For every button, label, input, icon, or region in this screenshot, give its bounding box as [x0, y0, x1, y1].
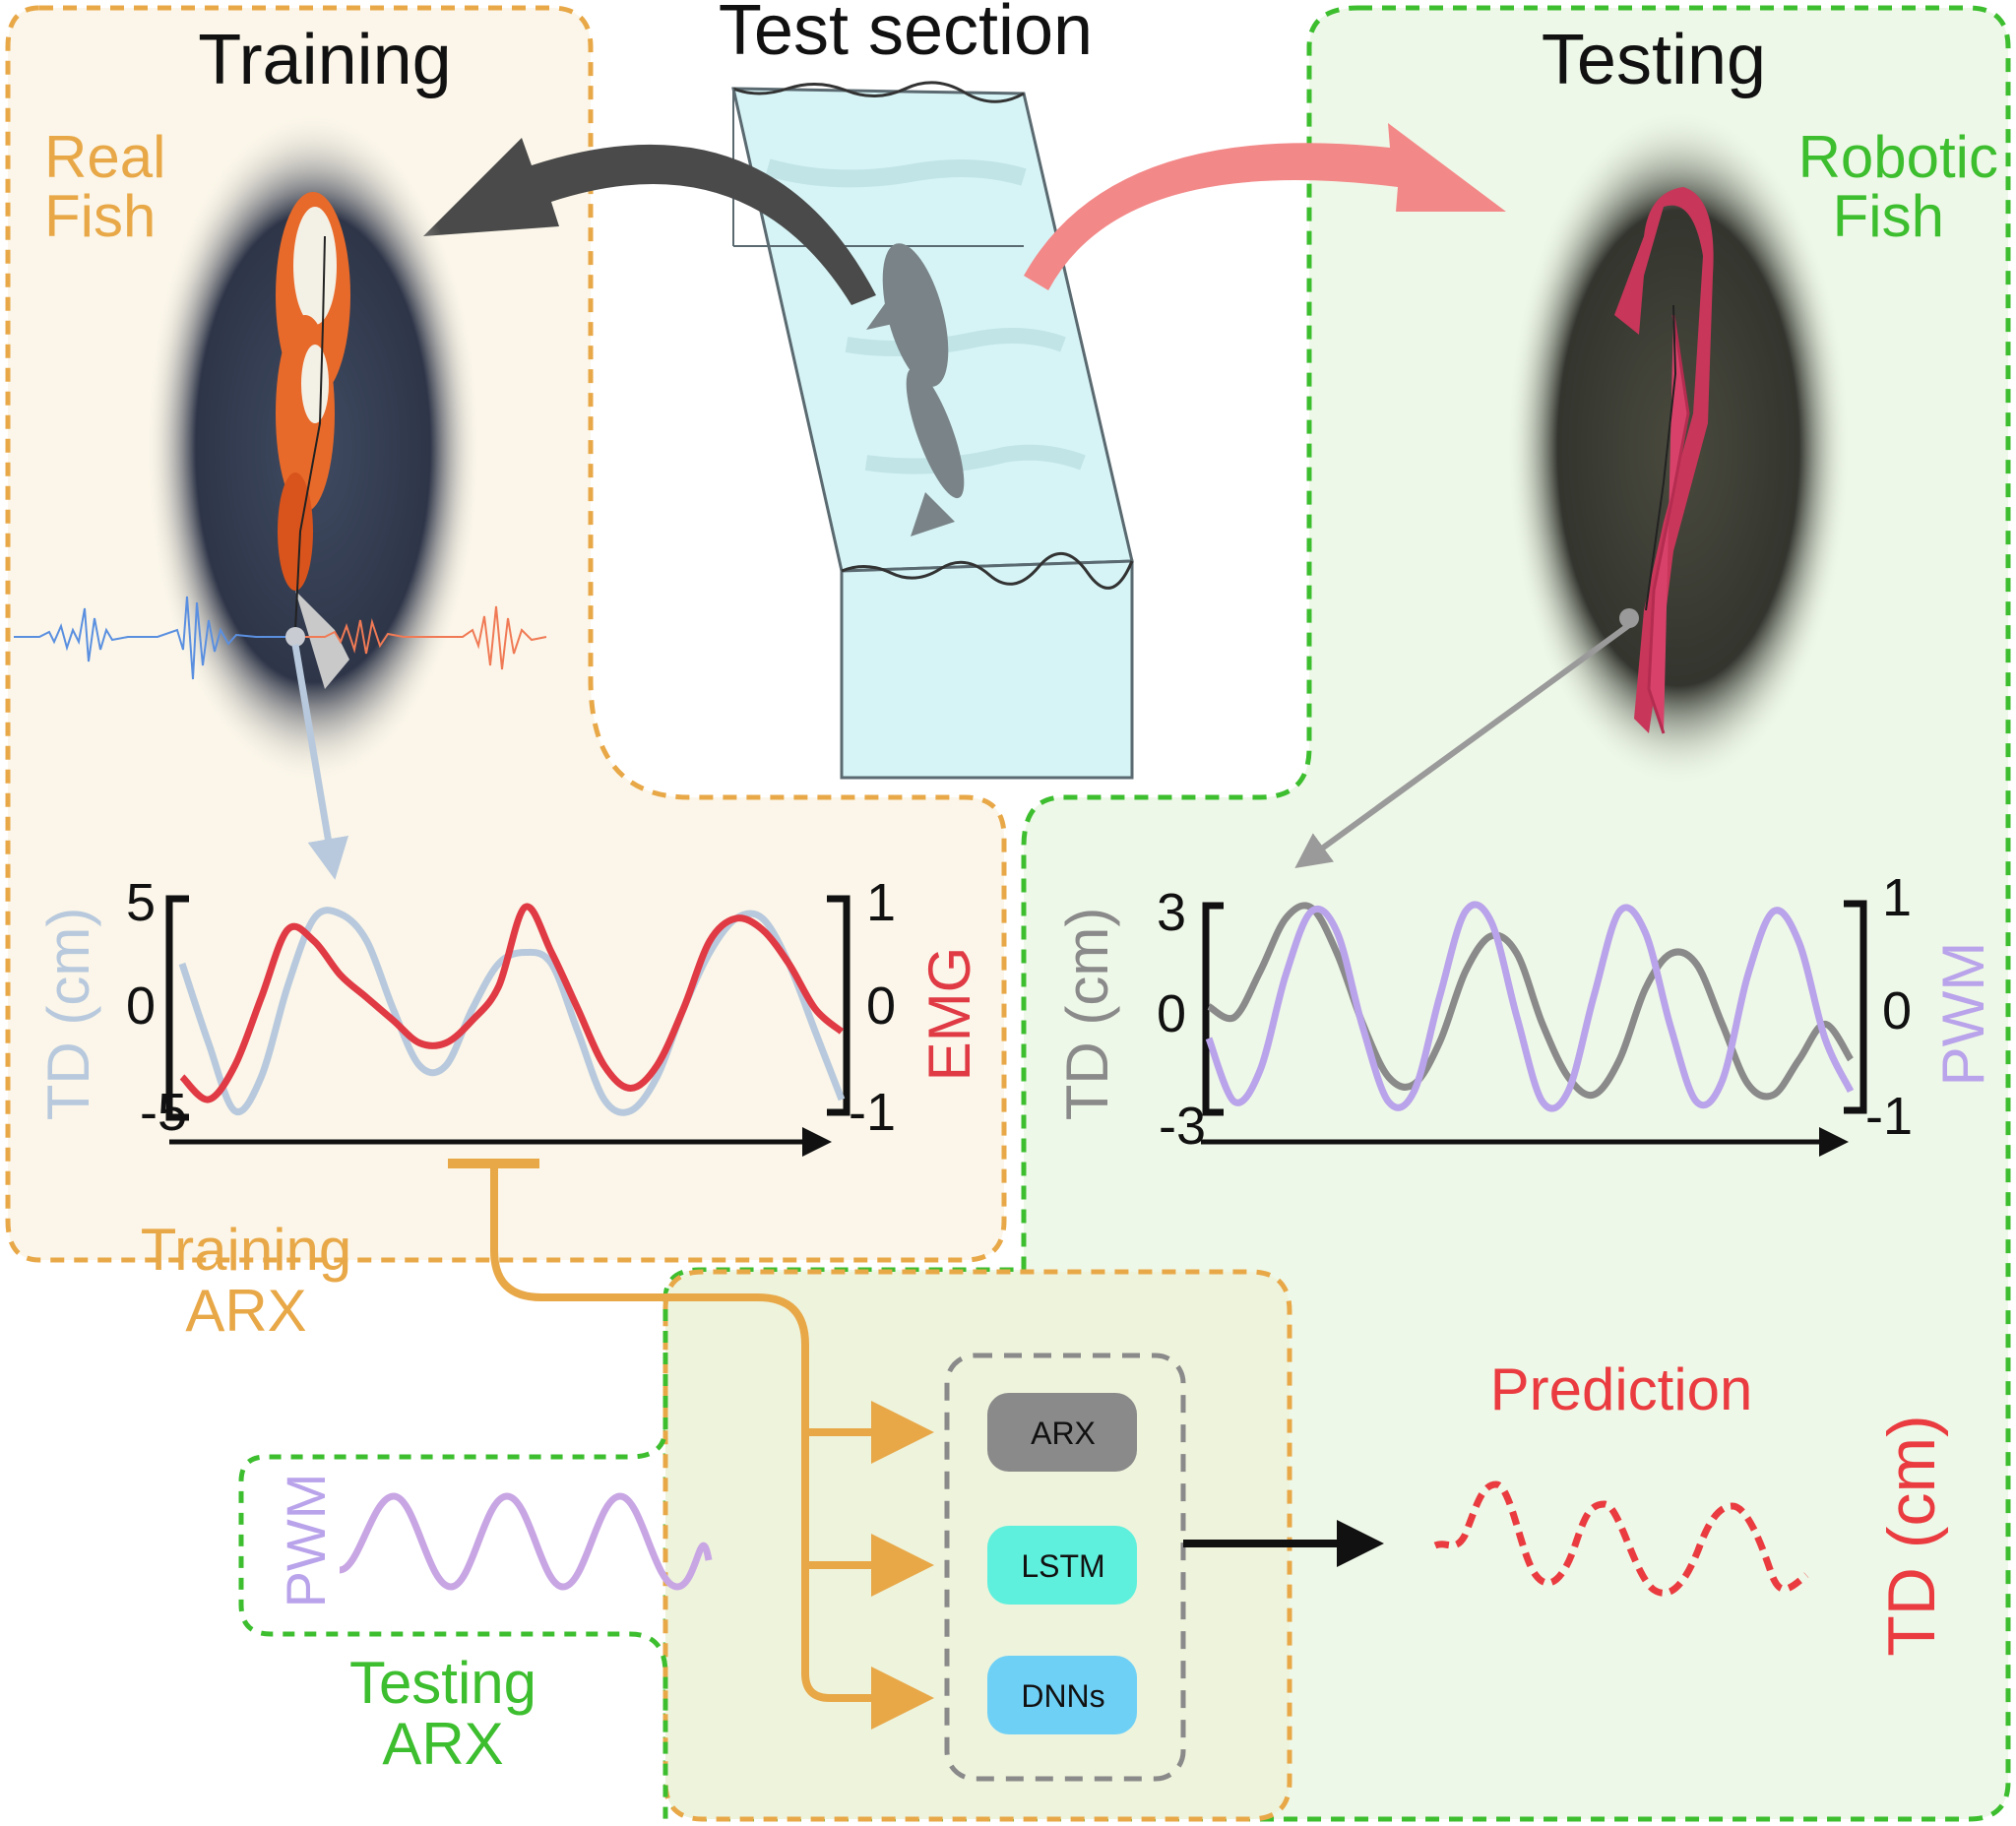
real-fish-label-line2: Fish	[44, 183, 156, 249]
test-section-title: Test section	[719, 0, 1093, 70]
real-fish-sensor-dot	[285, 627, 305, 647]
model-stack-box	[944, 1353, 1186, 1782]
testing-arx-input-panel	[238, 1309, 668, 1819]
tank-to-robotic-fish-arrow	[1024, 123, 1506, 290]
testing-chart: 3 0 -3 1 0 -1 TD (cm) PWM	[1054, 868, 1996, 1157]
chart1-right-bracket	[827, 895, 850, 1116]
chart2-left-axis-label: TD (cm)	[1054, 908, 1120, 1121]
testing-arx-label-line2: ARX	[382, 1711, 503, 1777]
chart2-left-bracket	[1202, 902, 1224, 1116]
testing-title: Testing	[1542, 21, 1766, 99]
arx-model-button[interactable]: ARX	[987, 1393, 1137, 1472]
chart1-left-axis-label: TD (cm)	[35, 908, 101, 1121]
fish-silhouette	[866, 243, 965, 536]
prediction-wave	[1433, 1480, 1809, 1597]
chart1-left-tick-top: 5	[126, 873, 156, 932]
chart2-left-tick-bottom: -3	[1159, 1097, 1206, 1156]
chart2-series-td-cm-line	[1207, 902, 1854, 1101]
real-fish-label-line1: Real	[44, 124, 165, 190]
emg-trace-orange	[305, 605, 547, 670]
real-fish-image	[146, 113, 480, 783]
prediction-label: Prediction	[1490, 1356, 1753, 1422]
robotic-fish-label-line2: Fish	[1833, 183, 1944, 249]
chart2-left-tick-top: 3	[1157, 883, 1186, 942]
robotic-fish-label-line1: Robotic	[1798, 124, 1998, 190]
chart1-right-axis-label: EMG	[916, 947, 982, 1082]
dnns-model-label: DNNs	[1021, 1678, 1104, 1714]
training-title: Training	[198, 21, 451, 99]
robotic-fish-image	[1506, 108, 1851, 787]
chart1-right-tick-top: 1	[866, 873, 896, 932]
chart1-series-emg-line	[179, 903, 845, 1103]
tank-to-real-fish-arrow	[423, 138, 876, 305]
chart2-series-pwm-line	[1205, 901, 1855, 1112]
chart2-right-axis-label: PWM	[1930, 942, 1996, 1087]
training-arx-label-line2: ARX	[185, 1278, 306, 1344]
training-chart: 5 0 -5 1 0 -1 TD (cm) EMG	[35, 873, 982, 1157]
pwm-input-wave	[338, 1492, 713, 1591]
training-arx-label-line1: Training	[141, 1217, 352, 1283]
chart2-right-bracket	[1844, 900, 1867, 1114]
arx-model-label: ARX	[1031, 1416, 1096, 1451]
pwm-input-label: PWM	[275, 1474, 337, 1608]
chart1-right-tick-mid: 0	[866, 976, 896, 1036]
robotic-fish-to-chart-arrow	[1294, 622, 1631, 869]
lstm-model-button[interactable]: LSTM	[987, 1526, 1137, 1605]
chart2-left-tick-mid: 0	[1157, 984, 1186, 1043]
chart2-right-tick-mid: 0	[1882, 981, 1912, 1040]
lstm-model-label: LSTM	[1021, 1548, 1104, 1584]
chart2-right-tick-bottom: -1	[1865, 1087, 1913, 1146]
chart1-left-tick-mid: 0	[126, 976, 156, 1036]
dnns-model-button[interactable]: DNNs	[987, 1656, 1137, 1734]
chart1-left-bracket	[165, 895, 189, 1121]
robotic-fish-sensor-dot	[1619, 608, 1639, 628]
td-output-label: TD (cm)	[1874, 1415, 1949, 1656]
testing-arx-label-line1: Testing	[349, 1650, 536, 1716]
chart1-right-tick-bottom: -1	[849, 1083, 896, 1142]
training-data-connector	[490, 1164, 934, 1730]
chart1-left-tick-bottom: -5	[140, 1083, 187, 1142]
real-fish-to-chart-arrow	[291, 644, 349, 880]
emg-trace-blue	[14, 596, 285, 680]
chart2-right-tick-top: 1	[1882, 868, 1912, 927]
